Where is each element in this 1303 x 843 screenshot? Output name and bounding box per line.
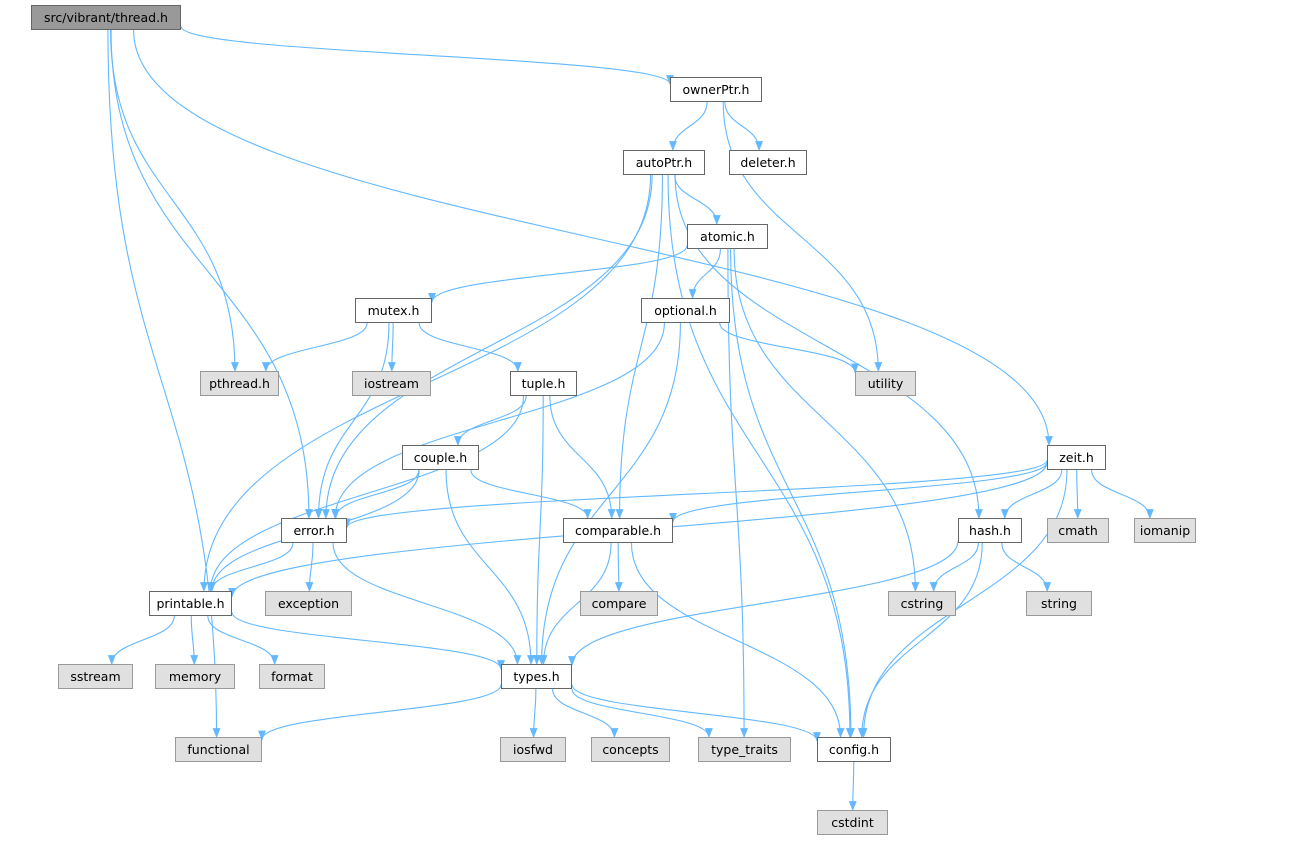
- edge-thread-to-ownerPtr: [180, 26, 674, 86]
- edge-atomic-to-optional: [688, 248, 721, 299]
- edge-comparable-to-types: [539, 542, 612, 665]
- edge-atomic-to-config: [730, 248, 855, 738]
- node-config[interactable]: config.h: [817, 737, 891, 762]
- node-mutex[interactable]: mutex.h: [355, 298, 432, 323]
- edge-comparable-to-compare: [614, 542, 623, 592]
- edge-zeit-to-iomanip: [1091, 469, 1154, 519]
- edge-optional-to-utility: [719, 322, 859, 374]
- edge-printable-to-types: [231, 612, 505, 670]
- node-types[interactable]: types.h: [501, 664, 572, 689]
- edge-config-to-cstdint: [848, 761, 857, 811]
- edge-printable-to-sstream: [107, 615, 175, 665]
- node-sstream[interactable]: sstream: [58, 664, 133, 689]
- edge-atomic-to-type_traits: [727, 248, 749, 738]
- edge-zeit-to-cmath: [1073, 469, 1082, 519]
- node-compare[interactable]: compare: [580, 591, 658, 616]
- node-pthread[interactable]: pthread.h: [200, 371, 279, 396]
- edge-mutex-to-iostream: [387, 322, 396, 372]
- node-zeit[interactable]: zeit.h: [1047, 445, 1106, 470]
- node-hash[interactable]: hash.h: [958, 518, 1022, 543]
- edge-atomic-to-cstring: [733, 248, 920, 592]
- node-comparable[interactable]: comparable.h: [563, 518, 673, 543]
- edge-hash-to-string: [1001, 542, 1052, 592]
- edge-types-to-config: [571, 684, 821, 742]
- edge-couple-to-types: [445, 469, 535, 665]
- edge-error-to-types: [332, 542, 522, 665]
- node-concepts[interactable]: concepts: [591, 737, 670, 762]
- edge-zeit-to-comparable: [669, 461, 1048, 523]
- node-exception[interactable]: exception: [265, 591, 352, 616]
- node-atomic[interactable]: atomic.h: [687, 224, 768, 249]
- edge-tuple-to-types: [532, 395, 544, 665]
- edge-couple-to-comparable: [470, 469, 592, 519]
- edge-tuple-to-couple: [453, 395, 527, 446]
- edge-mutex-to-error: [314, 322, 390, 519]
- edge-thread-to-zeit: [133, 29, 1053, 446]
- edge-printable-to-format: [207, 615, 279, 665]
- node-format[interactable]: format: [259, 664, 325, 689]
- node-ownerPtr[interactable]: ownerPtr.h: [670, 77, 762, 102]
- node-iosfwd[interactable]: iosfwd: [500, 737, 566, 762]
- edge-autoPtr-to-error: [321, 174, 653, 519]
- node-cmath[interactable]: cmath: [1047, 518, 1109, 543]
- edge-tuple-to-comparable: [549, 395, 616, 519]
- node-functional[interactable]: functional: [175, 737, 262, 762]
- edge-hash-to-config: [857, 542, 983, 738]
- node-type-traits[interactable]: type_traits: [698, 737, 791, 762]
- edge-hash-to-cstring: [929, 542, 979, 592]
- node-string[interactable]: string: [1026, 591, 1092, 616]
- node-printable[interactable]: printable.h: [149, 591, 232, 616]
- node-optional[interactable]: optional.h: [641, 298, 730, 323]
- edge-comparable-to-config: [630, 542, 845, 738]
- edge-mutex-to-pthread: [261, 322, 368, 372]
- edge-error-to-printable: [207, 542, 294, 592]
- node-cstring[interactable]: cstring: [888, 591, 956, 616]
- edge-tuple-to-printable: [206, 395, 524, 592]
- edge-ownerPtr-to-autoPtr: [668, 101, 708, 151]
- node-iomanip[interactable]: iomanip: [1134, 518, 1196, 543]
- edge-error-to-exception: [305, 542, 314, 592]
- edge-autoPtr-to-comparable: [615, 174, 663, 519]
- edge-ownerPtr-to-utility: [722, 101, 883, 372]
- edge-optional-to-error: [331, 322, 665, 519]
- node-tuple[interactable]: tuple.h: [510, 371, 577, 396]
- edge-mutex-to-tuple: [418, 322, 522, 372]
- node-cstdint[interactable]: cstdint: [817, 810, 888, 835]
- edge-atomic-to-mutex: [428, 245, 688, 303]
- edge-types-to-type_traits: [571, 688, 713, 738]
- edge-zeit-to-hash: [1000, 469, 1063, 519]
- edge-optional-to-types: [537, 322, 681, 665]
- edge-autoPtr-to-atomic: [674, 174, 721, 225]
- edge-zeit-to-error: [343, 460, 1048, 529]
- edge-hash-to-types: [568, 540, 959, 667]
- edge-printable-to-memory: [190, 615, 199, 665]
- edge-types-to-iosfwd: [529, 688, 538, 738]
- node-thread[interactable]: src/vibrant/thread.h: [31, 5, 181, 30]
- edge-thread-to-error: [110, 29, 313, 519]
- edge-couple-to-error: [331, 469, 420, 519]
- node-couple[interactable]: couple.h: [402, 445, 479, 470]
- node-iostream[interactable]: iostream: [352, 371, 431, 396]
- node-autoPtr[interactable]: autoPtr.h: [623, 150, 705, 175]
- edge-autoPtr-to-config: [667, 174, 854, 738]
- node-error[interactable]: error.h: [281, 518, 347, 543]
- edge-thread-to-pthread: [110, 29, 239, 372]
- edge-types-to-functional: [258, 684, 502, 741]
- edge-ownerPtr-to-deleter: [724, 101, 764, 151]
- edge-types-to-concepts: [552, 688, 619, 738]
- node-memory[interactable]: memory: [155, 664, 235, 689]
- node-utility[interactable]: utility: [855, 371, 916, 396]
- node-deleter[interactable]: deleter.h: [729, 150, 807, 175]
